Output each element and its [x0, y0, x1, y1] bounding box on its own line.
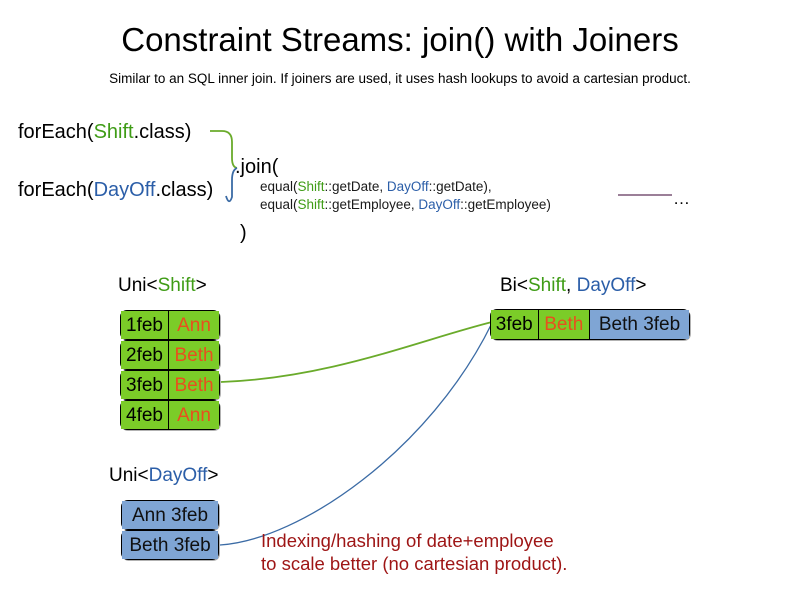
uni-dayoff-label-suffix: > [207, 465, 219, 486]
page-subtitle: Similar to an SQL inner join. If joiners… [109, 71, 691, 86]
code-join-close: ) [240, 222, 247, 244]
foreach-dayoff-suffix: .class) [155, 179, 214, 201]
uni-shift-fact-row: 2feb Beth [120, 340, 220, 370]
uni-dayoff-fact-row: Beth 3feb [121, 530, 219, 560]
annotation-line-1: Indexing/hashing of date+employee [261, 530, 554, 551]
bi-label-suffix: > [635, 275, 647, 296]
joiner-employee-right-class: DayOff [418, 197, 461, 212]
uni-shift-fact-row: 4feb Ann [120, 400, 220, 430]
joiner-date-right-method: ::getDate), [428, 179, 492, 194]
joiner-employee-prefix: equal( [260, 197, 298, 212]
code-joiner-date: equal(Shift::getDate, DayOff::getDate), [260, 178, 492, 195]
uni-shift-label-prefix: Uni< [118, 275, 158, 296]
annotation-text: Indexing/hashing of date+employee to sca… [261, 530, 567, 575]
joiner-date-right-class: DayOff [386, 179, 429, 194]
joiner-employee-right-method: ::getEmployee) [460, 197, 551, 212]
fact-cell-date: 4feb [121, 401, 169, 429]
fact-cell-date: 1feb [121, 311, 169, 339]
code-foreach-dayoff: forEach(DayOff.class) [18, 178, 213, 202]
bi-cell-date: 3feb [491, 310, 539, 339]
fact-cell-date: 2feb [121, 341, 169, 369]
code-foreach-shift: forEach(Shift.class) [18, 120, 191, 144]
label-uni-shift: Uni<Shift> [118, 274, 207, 297]
ellipsis-text: … [673, 189, 690, 208]
uni-shift-label-class: Shift [157, 275, 196, 296]
uni-dayoff-label-class: DayOff [148, 465, 208, 486]
bi-cell-dayoff: Beth 3feb [590, 310, 689, 339]
annotation-line-2: to scale better (no cartesian product). [261, 552, 568, 574]
joiner-date-left-method: ::getDate, [324, 179, 387, 194]
fact-cell-dayoff: Ann 3feb [122, 501, 218, 529]
page-title: Constraint Streams: join() with Joiners [121, 21, 679, 58]
joiner-employee-left-class: Shift [297, 197, 325, 212]
fact-cell-employee: Ann [169, 401, 219, 429]
label-uni-dayoff: Uni<DayOff> [109, 464, 219, 487]
bi-label-class-b: DayOff [576, 275, 636, 296]
joiner-date-left-class: Shift [297, 179, 325, 194]
fact-cell-employee: Beth [169, 341, 219, 369]
uni-shift-label-suffix: > [195, 275, 207, 296]
uni-dayoff-fact-row: Ann 3feb [121, 500, 219, 530]
foreach-shift-prefix: forEach( [18, 121, 94, 143]
joiner-date-prefix: equal( [260, 179, 298, 194]
uni-dayoff-label-prefix: Uni< [109, 465, 149, 486]
bi-cell-employee: Beth [538, 310, 591, 339]
fact-cell-dayoff: Beth 3feb [122, 531, 218, 559]
foreach-shift-suffix: .class) [133, 121, 192, 143]
bi-label-comma: , [566, 275, 577, 296]
foreach-dayoff-class: DayOff [93, 179, 156, 201]
fact-cell-employee: Beth [169, 371, 219, 399]
code-join-call: .join( [235, 156, 279, 178]
bi-fact-row: 3feb Beth Beth 3feb [490, 309, 690, 340]
foreach-shift-class: Shift [93, 121, 134, 143]
code-joiner-employee: equal(Shift::getEmployee, DayOff::getEmp… [260, 196, 551, 213]
uni-shift-fact-row: 3feb Beth [120, 370, 220, 400]
uni-shift-fact-row: 1feb Ann [120, 310, 220, 340]
fact-cell-employee: Ann [169, 311, 219, 339]
bi-label-class-a: Shift [528, 275, 567, 296]
fact-cell-date: 3feb [121, 371, 169, 399]
label-bi-stream: Bi<Shift, DayOff> [500, 274, 646, 297]
bi-label-prefix: Bi< [500, 275, 528, 296]
joiner-employee-left-method: ::getEmployee, [324, 197, 419, 212]
foreach-dayoff-prefix: forEach( [18, 179, 94, 201]
